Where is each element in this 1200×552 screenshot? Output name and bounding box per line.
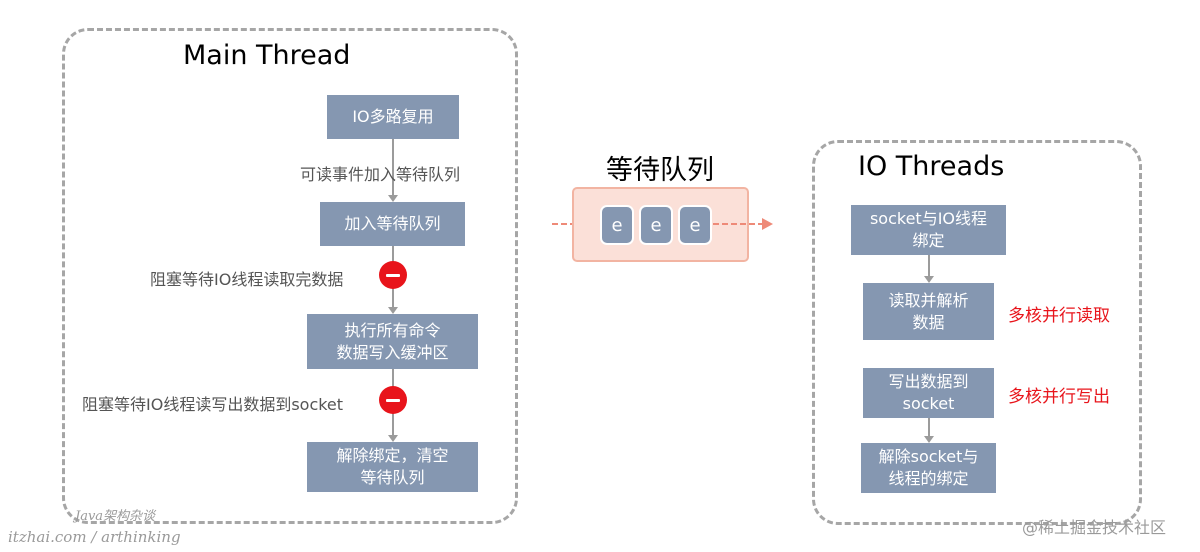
- arrow-icon: [388, 195, 398, 202]
- connector-line: [928, 418, 930, 436]
- connector-line: [392, 139, 394, 195]
- io-step-unbind: 解除socket与 线程的绑定: [861, 443, 996, 493]
- arrow-icon: [762, 218, 773, 230]
- io-threads-group: [812, 140, 1142, 525]
- arrow-icon: [388, 435, 398, 442]
- queue-item: e: [678, 205, 712, 245]
- io-step-write-socket: 写出数据到 socket: [863, 368, 994, 418]
- edge-label-block-write: 阻塞等待IO线程读写出数据到socket: [82, 395, 344, 414]
- step-unbind-clear-queue: 解除绑定，清空 等待队列: [307, 442, 478, 492]
- connector-line: [928, 255, 930, 276]
- step-io-multiplexing: IO多路复用: [327, 95, 459, 139]
- arrow-icon: [924, 276, 934, 283]
- queue-title: 等待队列: [606, 155, 714, 186]
- edge-label-block-read: 阻塞等待IO线程读取完数据: [150, 270, 344, 289]
- watermark-author: Java架构杂谈: [75, 509, 156, 524]
- main-thread-group: [62, 28, 518, 524]
- main-thread-title: Main Thread: [183, 40, 351, 71]
- arrow-icon: [924, 436, 934, 443]
- queue-in-line: [552, 223, 576, 225]
- queue-item: e: [600, 205, 634, 245]
- block-icon: [379, 261, 407, 289]
- queue-out-line: [713, 223, 764, 225]
- brand-watermark: @稀土掘金技术社区: [1022, 518, 1167, 537]
- watermark-site: itzhai.com / arthinking: [8, 528, 181, 546]
- io-threads-title: IO Threads: [858, 151, 1005, 182]
- block-icon: [379, 386, 407, 414]
- io-step-bind-socket: socket与IO线程 绑定: [851, 205, 1006, 255]
- step-execute-commands: 执行所有命令 数据写入缓冲区: [307, 314, 478, 369]
- note-parallel-read: 多核并行读取: [1008, 306, 1110, 326]
- io-step-read-parse: 读取并解析 数据: [863, 283, 994, 340]
- queue-item: e: [639, 205, 673, 245]
- arrow-icon: [388, 307, 398, 314]
- step-add-to-queue: 加入等待队列: [320, 202, 465, 246]
- edge-label-readable-event: 可读事件加入等待队列: [300, 165, 461, 184]
- note-parallel-write: 多核并行写出: [1008, 387, 1110, 407]
